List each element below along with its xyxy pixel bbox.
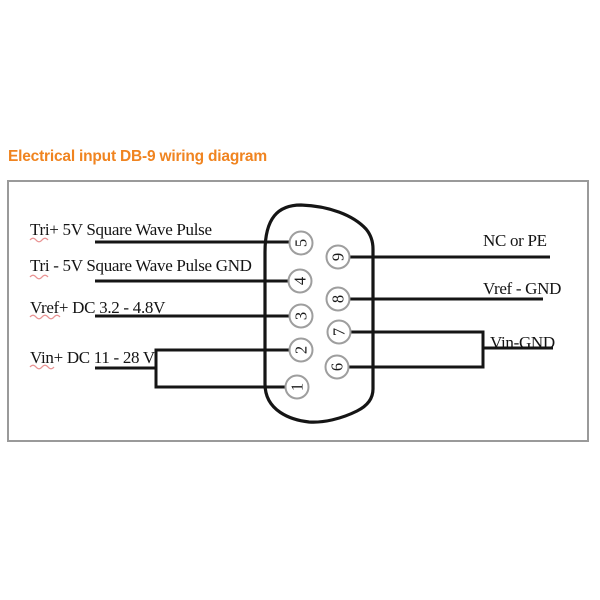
label-vref-plus-dc: Vref+ DC 3.2 - 4.8V: [30, 298, 166, 317]
pin-7-number: 7: [330, 328, 349, 336]
pin-8-number: 8: [329, 295, 348, 303]
pin-2-number: 2: [292, 346, 311, 354]
pin-7-circle: [326, 319, 352, 345]
label-tri-minus-pulse-gnd: Tri - 5V Square Wave Pulse GND: [30, 256, 252, 275]
label-vin-plus-dc: Vin+ DC 11 - 28 V: [30, 348, 155, 367]
pin-8: 8: [325, 286, 351, 312]
pin-6-circle: [324, 354, 350, 380]
spellcheck-underline-vref: [29, 314, 61, 320]
pin-5: 5: [288, 230, 314, 256]
label-tri-plus-5v-pulse: Tri+ 5V Square Wave Pulse: [30, 220, 212, 239]
pin-9-circle: [325, 244, 351, 270]
pin-6: 6: [324, 354, 350, 380]
pin-3: 3: [288, 303, 314, 329]
pin-5-number: 5: [292, 239, 311, 247]
label-nc-or-pe: NC or PE: [483, 231, 547, 250]
pin-1: 1: [284, 374, 310, 400]
page-title: Electrical input DB-9 wiring diagram: [8, 148, 267, 165]
label-vref-gnd: Vref - GND: [483, 279, 562, 298]
pin-7: 7: [326, 319, 352, 345]
spellcheck-underline-vin: [29, 364, 55, 370]
pin-9: 9: [325, 244, 351, 270]
pin-9-number: 9: [329, 253, 348, 261]
pin-5-circle: [288, 230, 314, 256]
pin-8-circle: [325, 286, 351, 312]
pin-1-circle: [284, 374, 310, 400]
spellcheck-underline-tri-plus: [29, 237, 49, 243]
db9-connector-outline: [263, 203, 375, 424]
pin-4-number: 4: [291, 277, 310, 285]
pin-3-number: 3: [292, 312, 311, 320]
pin-6-number: 6: [328, 363, 347, 371]
pin-1-number: 1: [288, 383, 307, 391]
pin-3-circle: [288, 303, 314, 329]
spellcheck-underline-tri-minus: [29, 274, 49, 280]
label-vin-gnd: Vin-GND: [490, 333, 555, 352]
pin-4-circle: [287, 268, 313, 294]
pin-2-circle: [288, 337, 314, 363]
pin-4: 4: [287, 268, 313, 294]
pin-2: 2: [288, 337, 314, 363]
